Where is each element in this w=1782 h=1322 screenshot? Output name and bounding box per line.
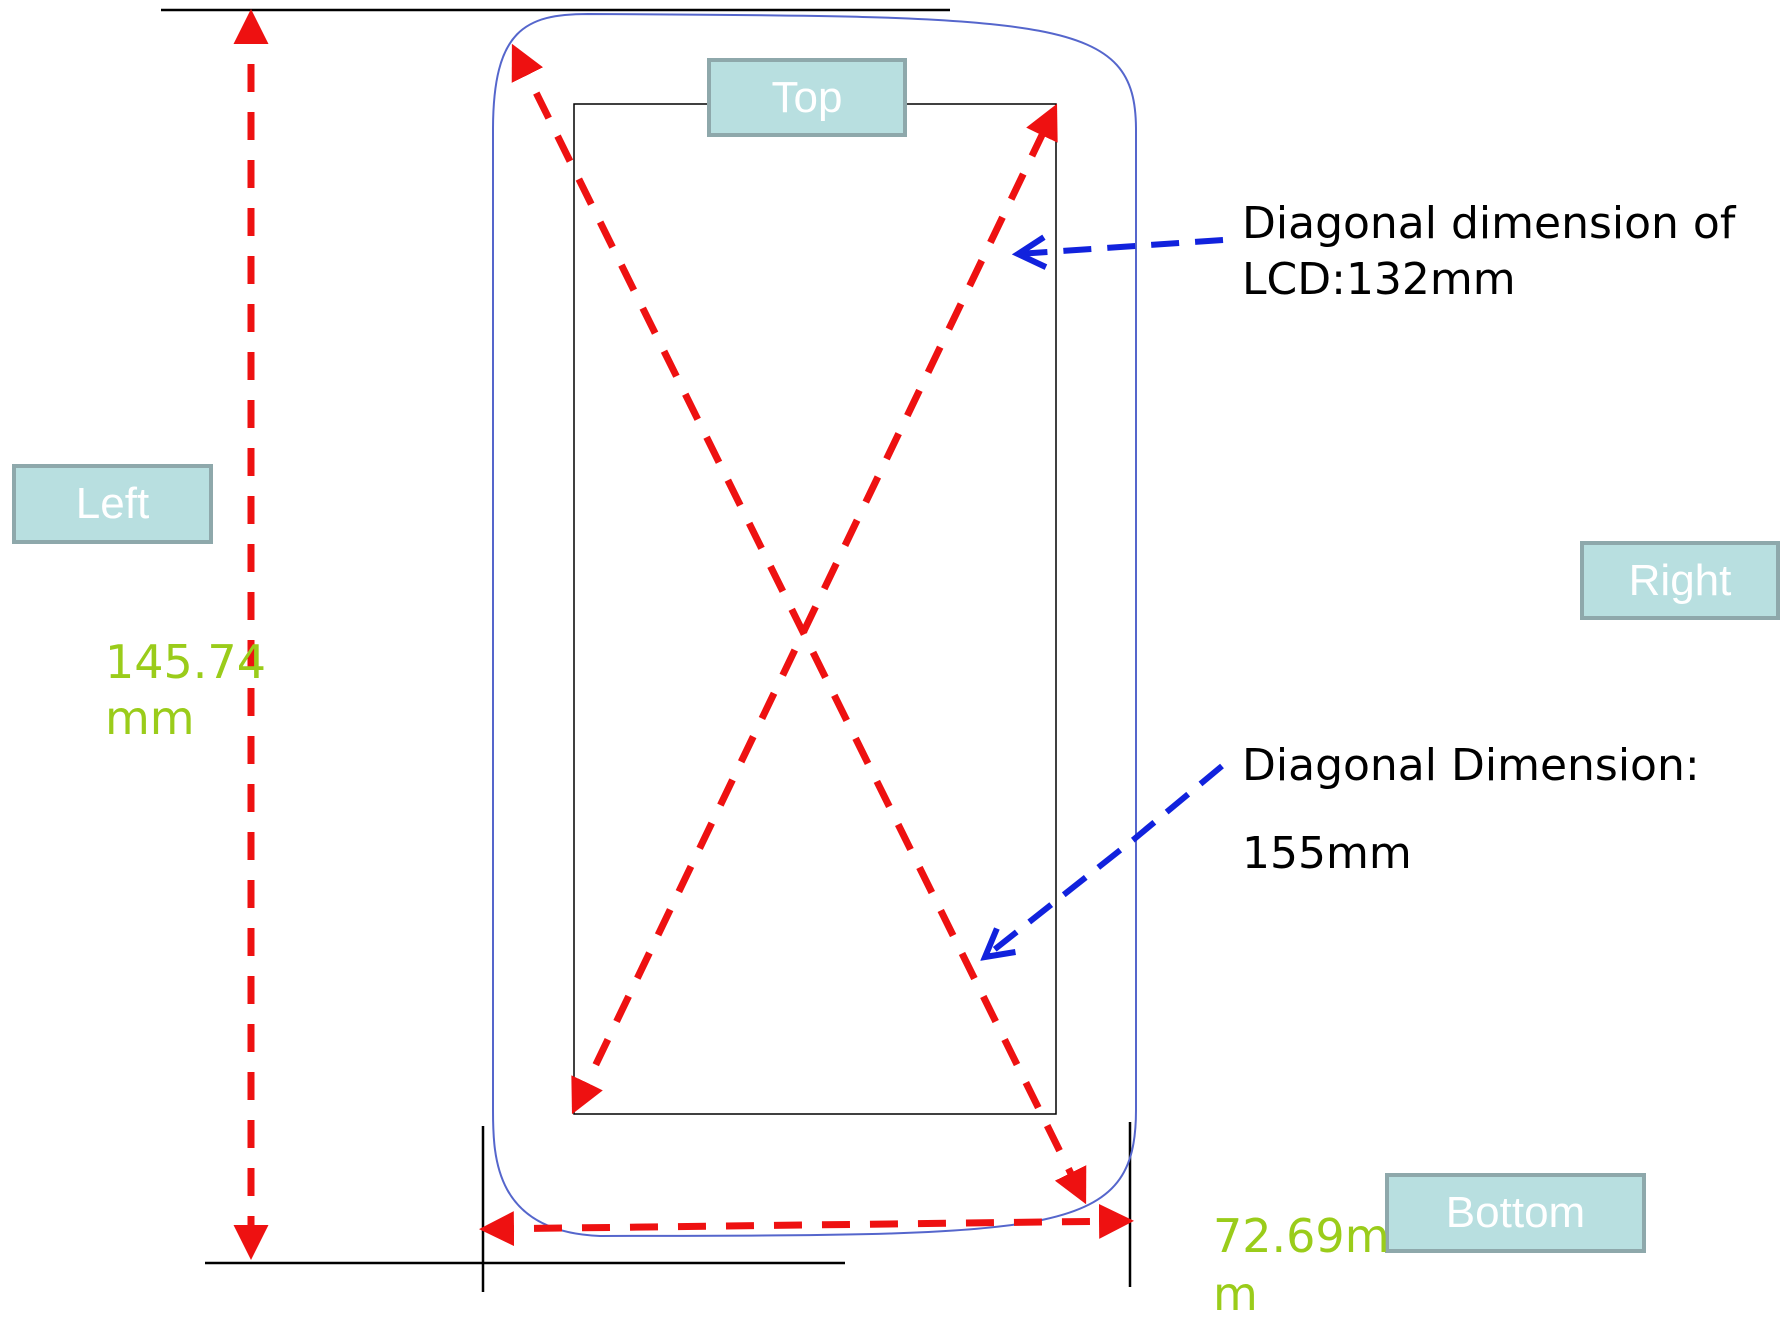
- width-measurement-unit: m: [1213, 1267, 1258, 1321]
- width-measurement-value: 72.69m: [1213, 1209, 1390, 1263]
- height-measurement-unit: mm: [105, 691, 195, 745]
- device-diagonal-value: 155mm: [1242, 828, 1412, 879]
- width-dimension-arrow: [479, 1203, 1134, 1247]
- top-label: Top: [707, 58, 907, 137]
- phone-dimension-diagram: [161, 8, 1224, 1292]
- lcd-diagonal-arrow: [571, 103, 1058, 1115]
- lcd-diagonal-annotation: Diagonal dimension of LCD:132mm: [1242, 196, 1735, 308]
- lcd-diagonal-annotation-line1: Diagonal dimension of: [1242, 198, 1736, 249]
- left-label: Left: [12, 464, 213, 544]
- lcd-diagonal-pointer-arrow: [1018, 240, 1224, 254]
- bottom-label: Bottom: [1385, 1173, 1646, 1253]
- device-diagonal-pointer-arrow: [985, 763, 1224, 957]
- device-diagonal-annotation: Diagonal Dimension:: [1242, 740, 1700, 791]
- height-measurement-value: 145.74: [105, 635, 266, 689]
- lcd-diagonal-annotation-line2: LCD:132mm: [1242, 254, 1516, 305]
- right-label: Right: [1580, 541, 1780, 620]
